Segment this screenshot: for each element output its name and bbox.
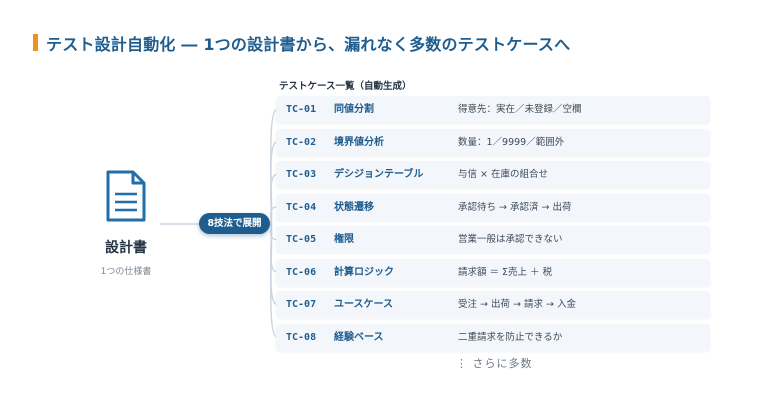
test-case-list-header: テストケース一覧（自動生成）: [279, 81, 412, 92]
test-case-description: 得意先：実在／未登録／空欄: [458, 104, 582, 115]
test-case-technique: 境界値分析: [334, 136, 384, 148]
test-case-description: 承認待ち → 承認済 → 出荷: [458, 201, 572, 213]
test-case-id: TC-07: [286, 299, 317, 310]
test-case-id: TC-04: [286, 201, 317, 213]
test-case-row: TC-06 計算ロジック 請求額 ＝ Σ売上 ＋ 税: [276, 258, 710, 286]
test-case-description: 営業一般は承認できない: [458, 234, 563, 245]
test-case-id: TC-01: [286, 104, 317, 115]
test-case-technique: 権限: [334, 234, 354, 245]
test-case-description: 数量：1／9999／範囲外: [458, 136, 565, 148]
test-case-row: TC-02 境界値分析 数量：1／9999／範囲外: [276, 128, 710, 156]
test-case-row: TC-08 経験ベース 二重請求を防止できるか: [276, 323, 710, 351]
source-document-label: 設計書: [105, 240, 147, 256]
test-case-technique: 計算ロジック: [334, 266, 394, 278]
test-case-row: TC-01 同値分割 得意先：実在／未登録／空欄: [276, 96, 710, 123]
test-case-id: TC-02: [286, 136, 317, 148]
page-title: テスト設計自動化 ― 1つの設計書から、漏れなく多数のテストケースへ: [46, 35, 571, 54]
test-case-id: TC-03: [286, 169, 317, 180]
test-case-row: TC-05 権限 営業一般は承認できない: [276, 226, 710, 253]
more-items-indicator: ⋮ さらに多数: [456, 357, 533, 370]
connector-line: [269, 223, 278, 338]
test-case-technique: 同値分割: [334, 104, 374, 115]
test-case-description: 与信 × 在庫の組合せ: [458, 169, 548, 180]
test-case-id: TC-08: [286, 331, 317, 343]
test-case-id: TC-06: [286, 266, 317, 278]
document-icon: [106, 170, 146, 222]
test-case-id: TC-05: [286, 234, 317, 245]
test-case-technique: 状態遷移: [334, 201, 374, 213]
test-case-description: 受注 → 出荷 → 請求 → 入金: [458, 299, 576, 310]
expand-techniques-badge: 8技法で展開: [199, 213, 270, 234]
test-case-description: 請求額 ＝ Σ売上 ＋ 税: [458, 266, 553, 278]
test-case-technique: ユースケース: [334, 299, 393, 310]
test-case-technique: デシジョンテーブル: [334, 169, 424, 180]
source-document-sublabel: 1つの仕様書: [100, 267, 152, 277]
test-case-row: TC-07 ユースケース 受注 → 出荷 → 請求 → 入金: [276, 291, 710, 318]
test-case-row: TC-03 デシジョンテーブル 与信 × 在庫の組合せ: [276, 161, 710, 188]
title-accent-bar: [33, 34, 38, 51]
test-case-description: 二重請求を防止できるか: [458, 331, 563, 343]
test-case-row: TC-04 状態遷移 承認待ち → 承認済 → 出荷: [276, 193, 710, 221]
test-case-technique: 経験ベース: [334, 331, 384, 343]
